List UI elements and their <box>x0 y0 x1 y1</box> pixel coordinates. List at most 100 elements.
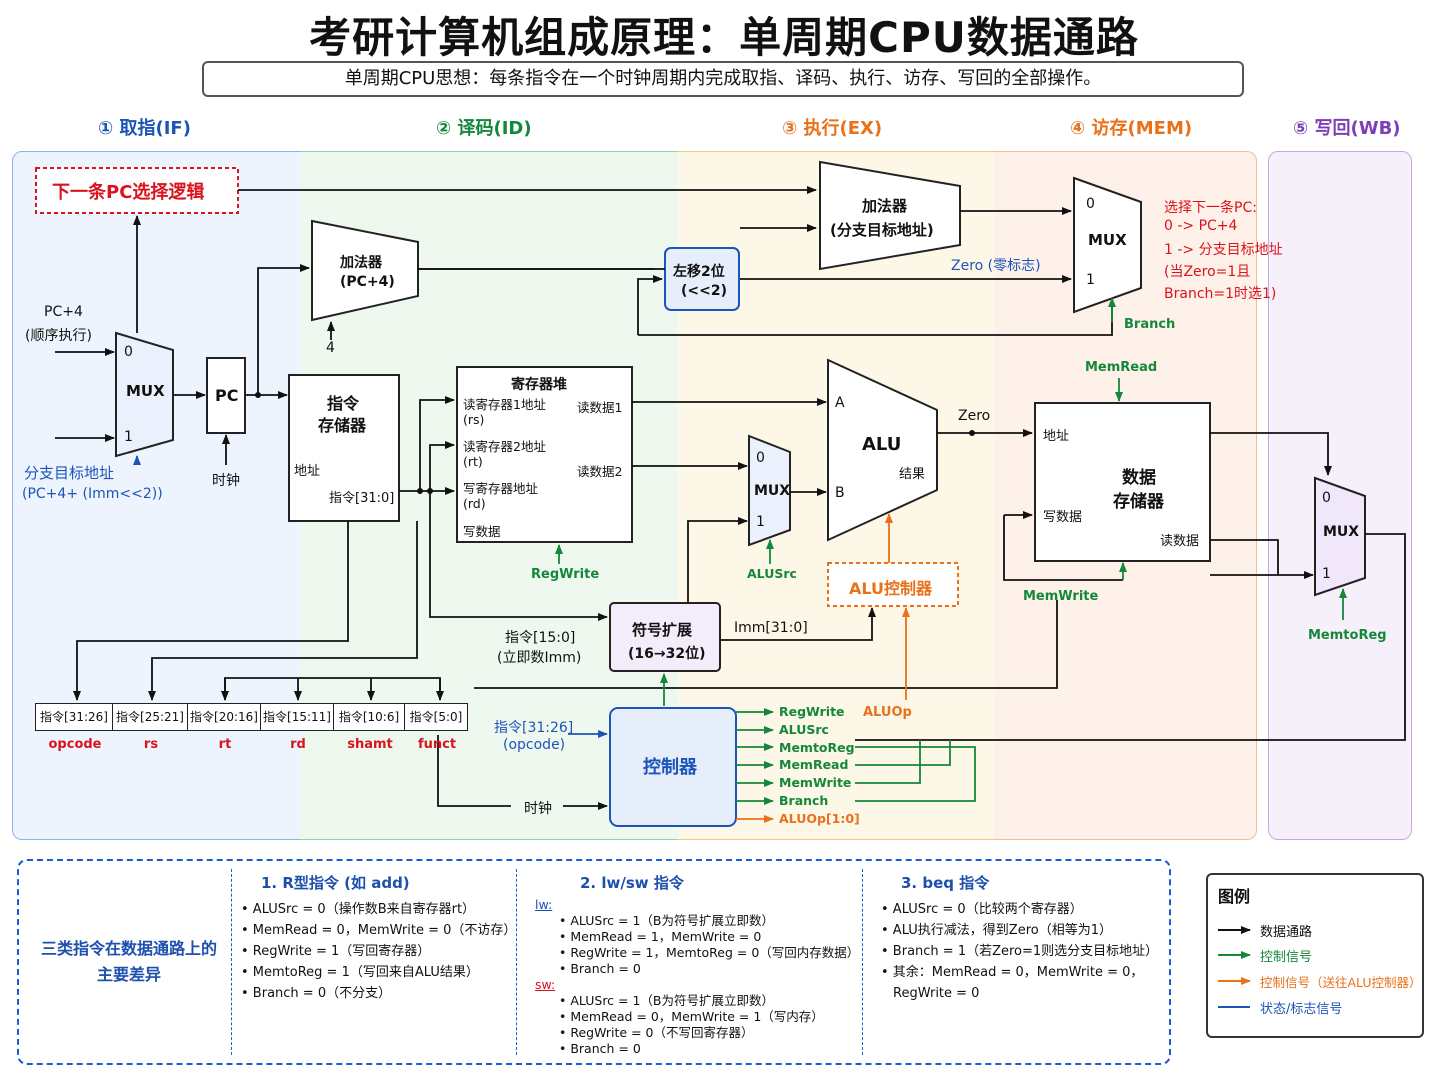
regfile-wdata: 写数据 <box>463 524 501 539</box>
rtype-line-3: • MemtoReg = 1（写回来自ALU结果） <box>241 965 479 980</box>
alusrc-mux-in0: 0 <box>756 450 765 466</box>
alusrc-mux-shape <box>748 434 791 547</box>
imem-out-label: 指令[31:0] <box>329 491 395 506</box>
imm-input-label: 指令[15:0] <box>505 630 576 646</box>
summary-heading-col: 三类指令在数据通路上的主要差异 <box>29 861 229 1063</box>
branch-signal-label: Branch <box>1124 317 1176 332</box>
controller-input-sub: (opcode) <box>503 737 566 753</box>
branch-target-label: 分支目标地址 <box>24 464 115 482</box>
memtoreg-mux-label: MUX <box>1323 524 1360 540</box>
dmem-addr-label: 地址 <box>1043 429 1070 444</box>
lw-label: lw: <box>535 897 553 912</box>
sw-line-2: • RegWrite = 0（不写回寄存器） <box>559 1025 754 1040</box>
ctrl-out-aluop: ALUOp[1:0] <box>779 811 860 826</box>
lwsw-heading: 2. lw/sw 指令 <box>580 874 684 892</box>
branch-target-sub: (PC+4+ (Imm<<2)) <box>22 486 163 502</box>
regfile-rs: (rs) <box>463 412 485 427</box>
alu-label: ALU <box>862 434 902 455</box>
next-pc-mux-shape <box>1073 176 1142 314</box>
instruction-summary-panel: 三类指令在数据通路上的主要差异 1. R型指令 (如 add) • ALUSrc… <box>17 859 1171 1065</box>
imem-label: 指令 <box>327 394 360 413</box>
lw-line-1: • MemRead = 1，MemWrite = 0 <box>559 929 762 944</box>
alu-zero-label: Zero <box>958 408 991 424</box>
adder-pc4-shape <box>311 219 419 322</box>
next-pc-logic-label: 下一条PC选择逻辑 <box>52 182 205 203</box>
alu-controller-label: ALU控制器 <box>849 579 933 598</box>
pc4-input-label: PC+4 <box>44 304 83 320</box>
beq-line-4: RegWrite = 0 <box>893 986 980 1001</box>
stage-label-wb: ⑤ 写回(WB) <box>1293 118 1401 139</box>
register-file-box <box>456 366 633 543</box>
controller-input-label: 指令[31:26] <box>494 720 574 736</box>
legend-item-control: 控制信号 <box>1260 950 1313 965</box>
field-opcode: 指令[31:26] <box>35 703 113 731</box>
beq-line-2: • Branch = 1（若Zero=1则选分支目标地址） <box>881 944 1159 959</box>
ctrl-out-regwrite: RegWrite <box>779 704 845 719</box>
junction-zero <box>969 430 975 436</box>
next-pc-mux-in1: 1 <box>1086 272 1095 288</box>
regfile-read2: 读寄存器2地址 <box>463 439 546 454</box>
ctrl-out-memtoreg: MemtoReg <box>779 740 855 755</box>
alusrc-mux-label: MUX <box>754 483 791 499</box>
summary-rtype-col: 1. R型指令 (如 add) • ALUSrc = 0（操作数B来自寄存器rt… <box>241 861 516 1063</box>
junction-pc-out <box>255 392 261 398</box>
dmem-label: 数据 <box>1122 468 1156 488</box>
pc-mux-in0: 0 <box>124 344 133 360</box>
imm-input-sub: (立即数Imm) <box>497 650 582 666</box>
field-rt: 指令[20:16] <box>187 703 261 731</box>
alu-input-b: B <box>835 485 845 501</box>
legend-box: 图例 数据通路 控制信号 控制信号（送往ALU控制器） 状态/标志信号 <box>1206 873 1424 1038</box>
field-shamt: 指令[10:6] <box>333 703 405 731</box>
controller-box <box>609 707 737 827</box>
instruction-fields: 指令[31:26] 指令[25:21] 指令[20:16] 指令[15:11] … <box>35 703 468 731</box>
lw-line-0: • ALUSrc = 1（B为符号扩展立即数） <box>559 913 775 928</box>
ctrl-out-branch: Branch <box>779 793 829 808</box>
summary-title: 三类指令在数据通路上的主要差异 <box>40 939 217 984</box>
field-label-opcode: opcode <box>48 737 102 752</box>
regfile-rd: (rd) <box>463 496 486 511</box>
pc-select-note-3: (当Zero=1且 <box>1164 264 1251 280</box>
sign-extend-label: 符号扩展 <box>632 621 693 639</box>
sw-label: sw: <box>535 977 556 992</box>
stage-label-if: ① 取指(IF) <box>98 118 191 139</box>
field-rs: 指令[25:21] <box>112 703 188 731</box>
memwrite-signal-label: MemWrite <box>1023 589 1099 604</box>
junction-imem-2 <box>427 488 433 494</box>
shift-left-sub: (<<2) <box>681 283 727 299</box>
beq-line-3: • 其余：MemRead = 0，MemWrite = 0， <box>881 965 1144 980</box>
sign-extend-box <box>609 602 721 672</box>
alu-shape <box>827 358 938 542</box>
legend-item-aluctrl: 控制信号（送往ALU控制器） <box>1260 975 1422 990</box>
imem-addr-label: 地址 <box>294 464 321 479</box>
pc-select-note-2: 1 -> 分支目标地址 <box>1164 242 1283 258</box>
regwrite-signal-label: RegWrite <box>531 567 600 582</box>
imm-output-label: Imm[31:0] <box>734 620 808 636</box>
data-memory-box <box>1034 402 1211 562</box>
adder-pc4-sub: (PC+4) <box>340 274 395 290</box>
field-label-shamt: shamt <box>347 737 393 752</box>
alu-input-a: A <box>835 395 845 411</box>
field-label-funct: funct <box>417 737 457 752</box>
field-label-rd: rd <box>290 737 306 752</box>
field-label-rs: rs <box>143 737 159 752</box>
stage-label-ex: ③ 执行(EX) <box>782 118 883 139</box>
rtype-line-0: • ALUSrc = 0（操作数B来自寄存器rt） <box>241 902 476 917</box>
rtype-line-1: • MemRead = 0，MemWrite = 0（不访存） <box>241 923 517 938</box>
regfile-out1: 读数据1 <box>577 400 623 415</box>
regfile-rt: (rt) <box>463 454 483 469</box>
controller-label: 控制器 <box>643 757 697 778</box>
stage-label-mem: ④ 访存(MEM) <box>1070 118 1193 139</box>
alu-controller-box <box>827 562 959 607</box>
pc-select-note-0: 选择下一条PC: <box>1164 200 1257 216</box>
memtoreg-signal-label: MemtoReg <box>1308 628 1387 643</box>
beq-heading: 3. beq 指令 <box>901 874 990 892</box>
beq-line-1: • ALU执行减法，得到Zero（相等为1） <box>881 923 1112 938</box>
pc-select-note-1: 0 -> PC+4 <box>1164 218 1238 234</box>
regfile-out2: 读数据2 <box>577 464 623 479</box>
adder-branch-label: 加法器 <box>862 197 908 215</box>
legend-item-data: 数据通路 <box>1260 925 1313 940</box>
dmem-label-2: 存储器 <box>1113 492 1164 512</box>
legend-swatches <box>1218 926 1251 1008</box>
field-funct: 指令[5:0] <box>404 703 468 731</box>
alusrc-signal-label: ALUSrc <box>747 566 797 581</box>
